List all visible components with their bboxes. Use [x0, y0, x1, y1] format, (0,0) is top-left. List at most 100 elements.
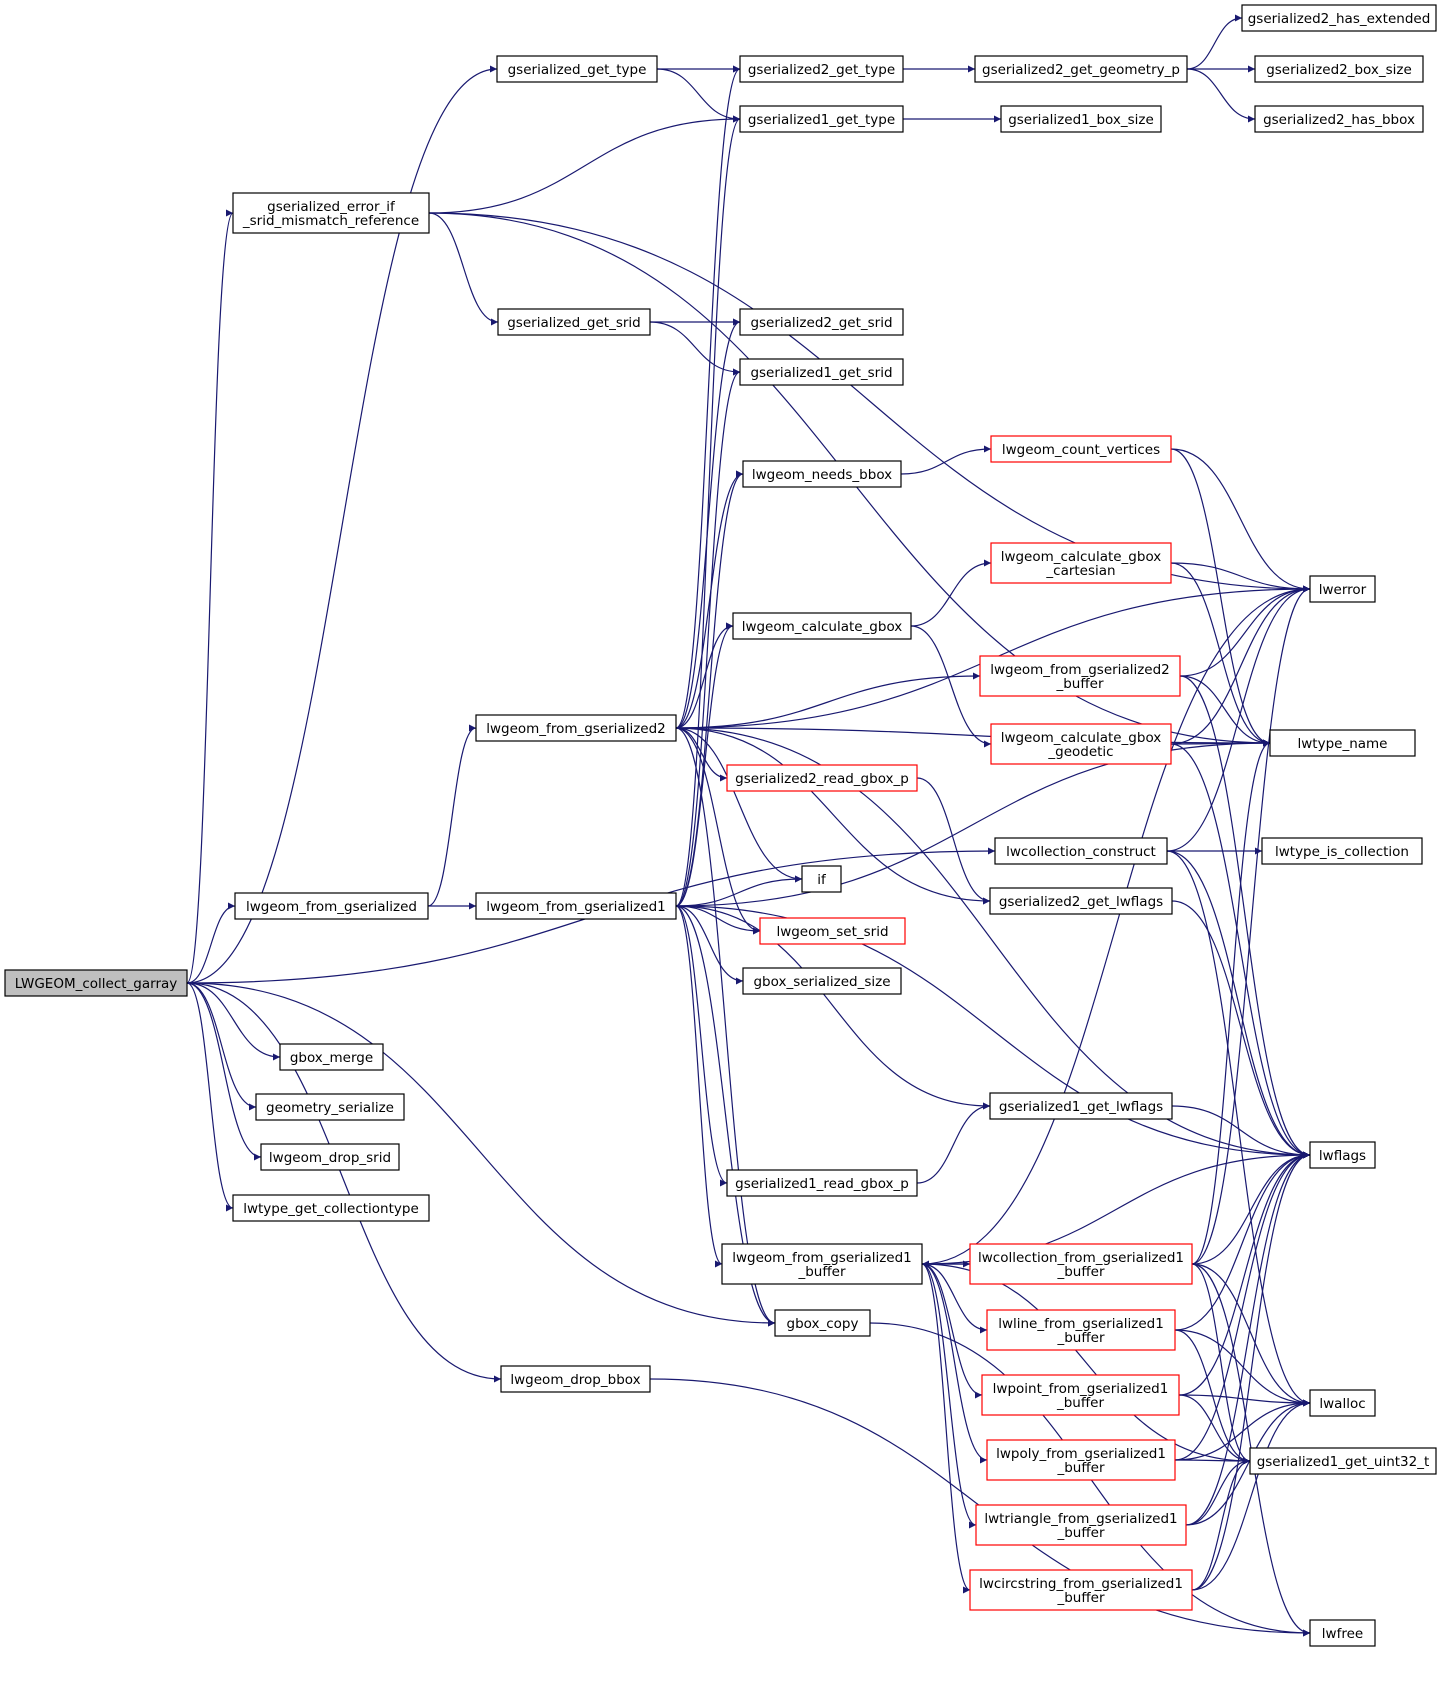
node-box [994, 837, 1168, 865]
edge-lwgeom-from-gserialized1-buffer-to-lwtriangle-from-gserialized1-buffer [921, 1263, 977, 1529]
node-lwtype-name[interactable]: lwtype_name [1269, 729, 1416, 757]
edge-gserialized-error-if-srid-mismatch-reference-to-lwerror [428, 212, 1311, 593]
node-lwgeom-calculate-gbox[interactable]: lwgeom_calculate_gbox [732, 612, 912, 640]
node-label: lwcollection_from_gserialized1 [978, 1250, 1184, 1266]
node-lwcollection-construct[interactable]: lwcollection_construct [994, 837, 1168, 865]
node-gserialized2-get-srid[interactable]: gserialized2_get_srid [739, 308, 904, 336]
node-box [1241, 4, 1437, 32]
node-lwcircstring-from-gserialized1-buffer[interactable]: lwcircstring_from_gserialized1_buffer [969, 1569, 1193, 1611]
node-lwgeom-from-gserialized[interactable]: lwgeom_from_gserialized [234, 892, 429, 920]
node-box [475, 892, 677, 920]
node-box [981, 1374, 1180, 1416]
node-lwgeom-from-gserialized1-buffer[interactable]: lwgeom_from_gserialized1_buffer [721, 1243, 923, 1285]
node-gserialized1-get-type[interactable]: gserialized1_get_type [739, 105, 904, 133]
edge-lwtriangle-from-gserialized1-buffer-to-lwflags [1185, 1151, 1311, 1526]
edge-lwgeom-from-gserialized1-to-lwgeom-from-gserialized1-buffer [675, 905, 723, 1268]
node-gserialized2-has-bbox[interactable]: gserialized2_has_bbox [1254, 105, 1424, 133]
edge-lwgeom-collect-garray-to-lwgeom-from-gserialized [186, 902, 236, 984]
node-lwerror[interactable]: lwerror [1309, 575, 1376, 603]
node-lwline-from-gserialized1-buffer[interactable]: lwline_from_gserialized1_buffer [986, 1309, 1176, 1351]
node-label: lwline_from_gserialized1 [998, 1316, 1164, 1332]
node-gserialized2-has-extended[interactable]: gserialized2_has_extended [1241, 4, 1437, 32]
node-lwgeom-drop-srid[interactable]: lwgeom_drop_srid [260, 1143, 400, 1171]
edge-lwgeom-count-vertices-to-lwerror [1170, 448, 1311, 593]
node-label: _buffer [1056, 1590, 1104, 1606]
edge-lwgeom-calculate-gbox-geodetic-to-lwerror [1170, 585, 1311, 745]
edge-lwcircstring-from-gserialized1-buffer-to-lwflags [1191, 1151, 1311, 1591]
node-label: lwerror [1319, 582, 1367, 598]
node-lwgeom-from-gserialized1[interactable]: lwgeom_from_gserialized1 [475, 892, 677, 920]
node-label: lwgeom_count_vertices [1002, 442, 1160, 458]
node-if[interactable]: if [801, 865, 842, 893]
node-gserialized2-get-geometry-p[interactable]: gserialized2_get_geometry_p [974, 55, 1188, 83]
node-lwgeom-from-gserialized2[interactable]: lwgeom_from_gserialized2 [475, 714, 677, 742]
node-gbox-merge[interactable]: gbox_merge [279, 1043, 384, 1071]
node-lwgeom-collect-garray[interactable]: LWGEOM_collect_garray [4, 969, 188, 997]
node-lwgeom-needs-bbox[interactable]: lwgeom_needs_bbox [742, 460, 902, 488]
node-label: lwtype_get_collectiontype [243, 1201, 419, 1217]
node-box [801, 865, 842, 893]
node-lwfree[interactable]: lwfree [1309, 1619, 1376, 1647]
node-label: _buffer [1056, 1525, 1104, 1541]
node-label: LWGEOM_collect_garray [15, 976, 178, 992]
node-lwgeom-set-srid[interactable]: lwgeom_set_srid [759, 917, 906, 945]
node-lwtype-is-collection[interactable]: lwtype_is_collection [1261, 837, 1423, 865]
node-lwgeom-calculate-gbox-cartesian[interactable]: lwgeom_calculate_gbox_cartesian [990, 542, 1172, 584]
node-box [726, 764, 918, 792]
node-lwgeom-from-gserialized2-buffer[interactable]: lwgeom_from_gserialized2_buffer [979, 655, 1181, 697]
node-gserialized2-box-size[interactable]: gserialized2_box_size [1254, 55, 1424, 83]
node-gserialized-get-srid[interactable]: gserialized_get_srid [497, 308, 651, 336]
edge-lwgeom-from-gserialized1-to-lwgeom-calculate-gbox [675, 622, 734, 907]
edge-lwcollection-from-gserialized1-buffer-to-gserialized1-get-uint32-t [1191, 1263, 1251, 1465]
edge-lwgeom-calculate-gbox-geodetic-to-lwtype-name [1170, 739, 1271, 747]
node-gserialized2-get-lwflags[interactable]: gserialized2_get_lwflags [989, 887, 1173, 915]
edge-lwgeom-from-gserialized1-to-gbox-serialized-size [675, 905, 744, 985]
edge-lwline-from-gserialized1-buffer-to-lwflags [1174, 1151, 1311, 1331]
edge-lwgeom-from-gserialized-to-lwgeom-from-gserialized2 [427, 724, 477, 907]
node-gserialized1-get-lwflags[interactable]: gserialized1_get_lwflags [989, 1092, 1173, 1120]
node-gserialized1-box-size[interactable]: gserialized1_box_size [1000, 105, 1162, 133]
node-lwgeom-count-vertices[interactable]: lwgeom_count_vertices [990, 435, 1172, 463]
edge-lwgeom-from-gserialized1-to-gserialized1-get-srid [675, 368, 741, 907]
edge-lwgeom-from-gserialized1-buffer-to-gserialized1-get-uint32-t [921, 1263, 1251, 1465]
node-box [232, 192, 430, 234]
node-lwalloc[interactable]: lwalloc [1309, 1389, 1376, 1417]
node-geometry-serialize[interactable]: geometry_serialize [255, 1093, 405, 1121]
node-lwtype-get-collectiontype[interactable]: lwtype_get_collectiontype [232, 1194, 430, 1222]
edge-lwgeom-from-gserialized2-to-lwgeom-set-srid [675, 727, 761, 935]
node-gserialized1-get-uint32-t[interactable]: gserialized1_get_uint32_t [1249, 1447, 1437, 1475]
edge-lwgeom-from-gserialized2-to-lwgeom-needs-bbox [675, 470, 744, 729]
node-label: lwtype_name [1298, 736, 1388, 752]
node-lwpoint-from-gserialized1-buffer[interactable]: lwpoint_from_gserialized1_buffer [981, 1374, 1180, 1416]
node-lwgeom-drop-bbox[interactable]: lwgeom_drop_bbox [500, 1365, 651, 1393]
node-gbox-copy[interactable]: gbox_copy [774, 1309, 871, 1337]
node-gserialized-error-if-srid-mismatch-reference[interactable]: gserialized_error_if_srid_mismatch_refer… [232, 192, 430, 234]
node-box [255, 1093, 405, 1121]
node-lwcollection-from-gserialized1-buffer[interactable]: lwcollection_from_gserialized1_buffer [969, 1243, 1193, 1285]
node-label: if [817, 872, 827, 888]
node-gserialized1-read-gbox-p[interactable]: gserialized1_read_gbox_p [726, 1169, 918, 1197]
node-label: lwpoint_from_gserialized1 [993, 1381, 1169, 1397]
node-label: _buffer [1056, 1395, 1104, 1411]
edge-lwgeom-from-gserialized2-to-lwflags [675, 727, 1311, 1159]
edge-lwcollection-construct-to-lwflags [1166, 850, 1311, 1159]
node-gserialized2-read-gbox-p[interactable]: gserialized2_read_gbox_p [726, 764, 918, 792]
node-gserialized2-get-type[interactable]: gserialized2_get_type [739, 55, 904, 83]
node-label: _geodetic [1047, 744, 1113, 760]
node-label: geometry_serialize [266, 1100, 394, 1116]
node-gserialized-get-type[interactable]: gserialized_get_type [496, 55, 658, 83]
node-box [1309, 1619, 1376, 1647]
edge-lwgeom-from-gserialized1-buffer-to-lwline-from-gserialized1-buffer [921, 1263, 988, 1334]
node-gserialized1-get-srid[interactable]: gserialized1_get_srid [739, 358, 904, 386]
node-lwpoly-from-gserialized1-buffer[interactable]: lwpoly_from_gserialized1_buffer [986, 1439, 1176, 1481]
node-label: gserialized1_get_lwflags [999, 1099, 1163, 1115]
edge-lwgeom-collect-garray-to-gbox-copy [186, 982, 776, 1327]
node-label: gserialized2_get_geometry_p [982, 62, 1180, 78]
node-label: _buffer [1056, 1264, 1104, 1280]
node-box [1261, 837, 1423, 865]
node-gbox-serialized-size[interactable]: gbox_serialized_size [742, 967, 902, 995]
node-lwflags[interactable]: lwflags [1309, 1141, 1376, 1169]
node-lwgeom-calculate-gbox-geodetic[interactable]: lwgeom_calculate_gbox_geodetic [990, 723, 1172, 765]
node-lwtriangle-from-gserialized1-buffer[interactable]: lwtriangle_from_gserialized1_buffer [975, 1504, 1187, 1546]
edge-gserialized2-read-gbox-p-to-gserialized2-get-lwflags [916, 777, 991, 905]
